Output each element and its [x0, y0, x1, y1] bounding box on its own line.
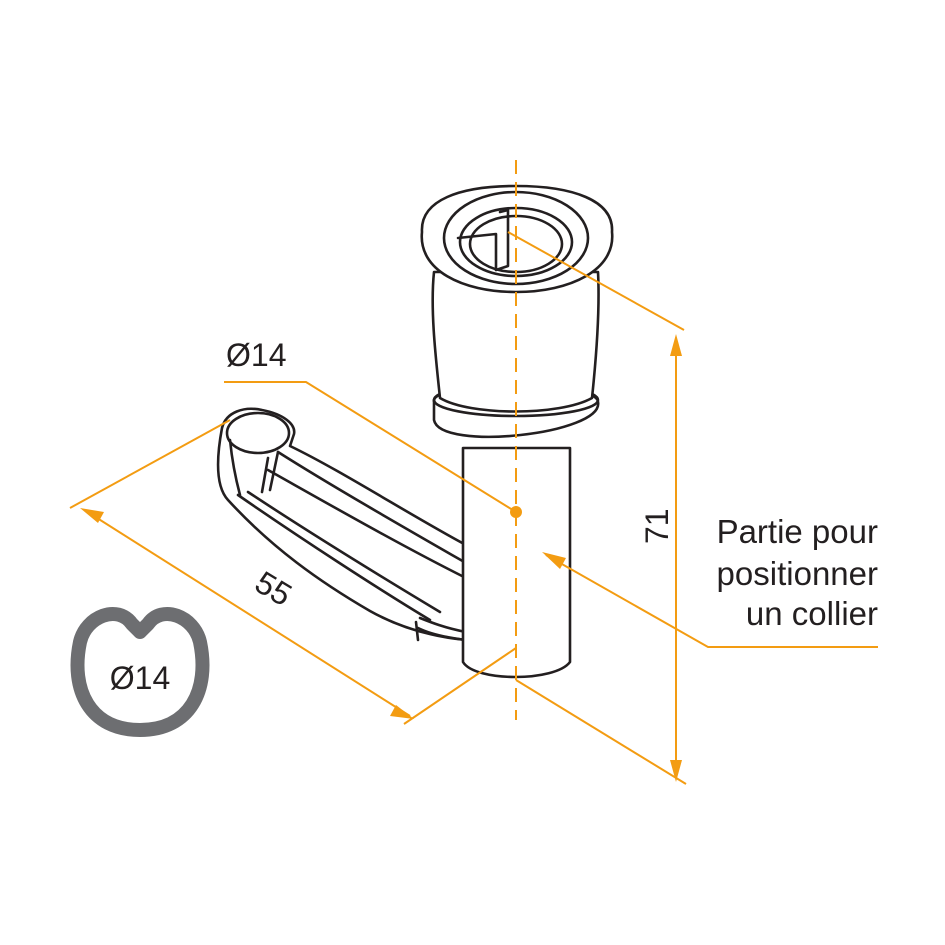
- note-line-2: positionner: [717, 555, 878, 592]
- profile-outline-icon: [70, 607, 210, 737]
- dimension-lines: [69, 160, 878, 785]
- label-height: 71: [639, 508, 675, 544]
- center-point: [510, 506, 522, 518]
- note-leader: [545, 554, 878, 648]
- note-line-1: Partie pour: [717, 513, 878, 550]
- dim-55-line: [85, 510, 411, 717]
- note-line-3: un collier: [746, 595, 878, 632]
- label-diameter: Ø14: [226, 337, 286, 373]
- label-profile-diameter: Ø14: [110, 660, 170, 696]
- dimension-arrows: [80, 334, 682, 782]
- arm-boss-hole: [225, 411, 291, 455]
- diameter-leader: [224, 381, 517, 513]
- label-arm-length: 55: [249, 564, 298, 613]
- top-bore: [458, 206, 574, 278]
- profile-section: Ø14: [70, 607, 210, 737]
